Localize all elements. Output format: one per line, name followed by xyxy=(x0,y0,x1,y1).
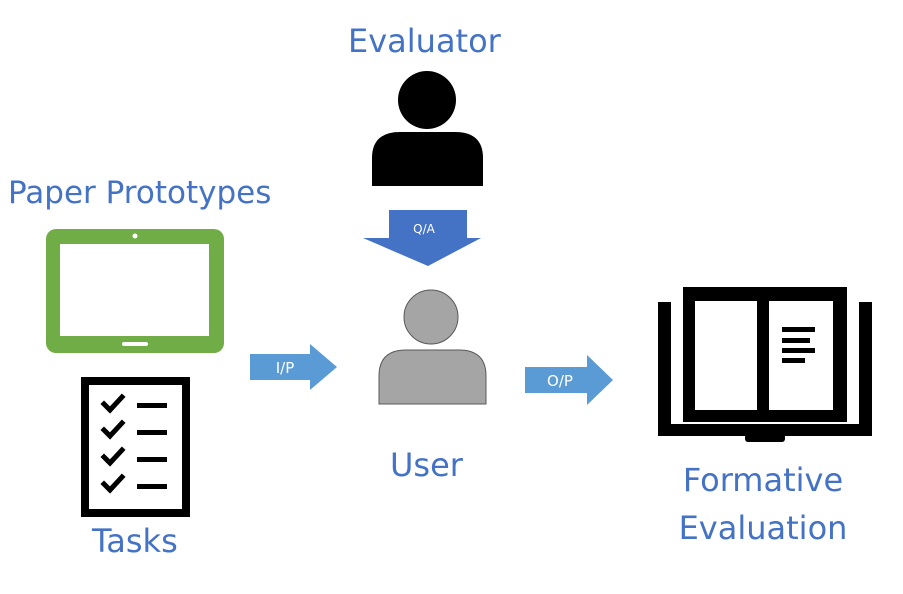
qa-arrow-label: Q/A xyxy=(413,222,435,236)
user-label: User xyxy=(390,446,463,484)
output-arrow-label: O/P xyxy=(547,372,573,390)
formative-evaluation-label: Formative Evaluation xyxy=(660,456,866,552)
checklist-icon xyxy=(81,377,190,517)
input-arrow-label: I/P xyxy=(276,359,295,377)
open-book-icon xyxy=(658,287,872,442)
evaluator-person-icon xyxy=(372,71,483,186)
qa-arrow: Q/A xyxy=(363,210,481,266)
output-arrow: O/P xyxy=(525,355,613,405)
tablet-icon xyxy=(46,229,224,353)
formative-label-line2: Evaluation xyxy=(678,509,848,547)
input-arrow: I/P xyxy=(250,344,337,390)
paper-prototypes-label: Paper Prototypes xyxy=(8,175,272,211)
formative-label-line1: Formative xyxy=(682,461,844,499)
tasks-label: Tasks xyxy=(92,522,178,560)
evaluator-label: Evaluator xyxy=(348,22,501,60)
user-person-icon xyxy=(378,289,487,405)
